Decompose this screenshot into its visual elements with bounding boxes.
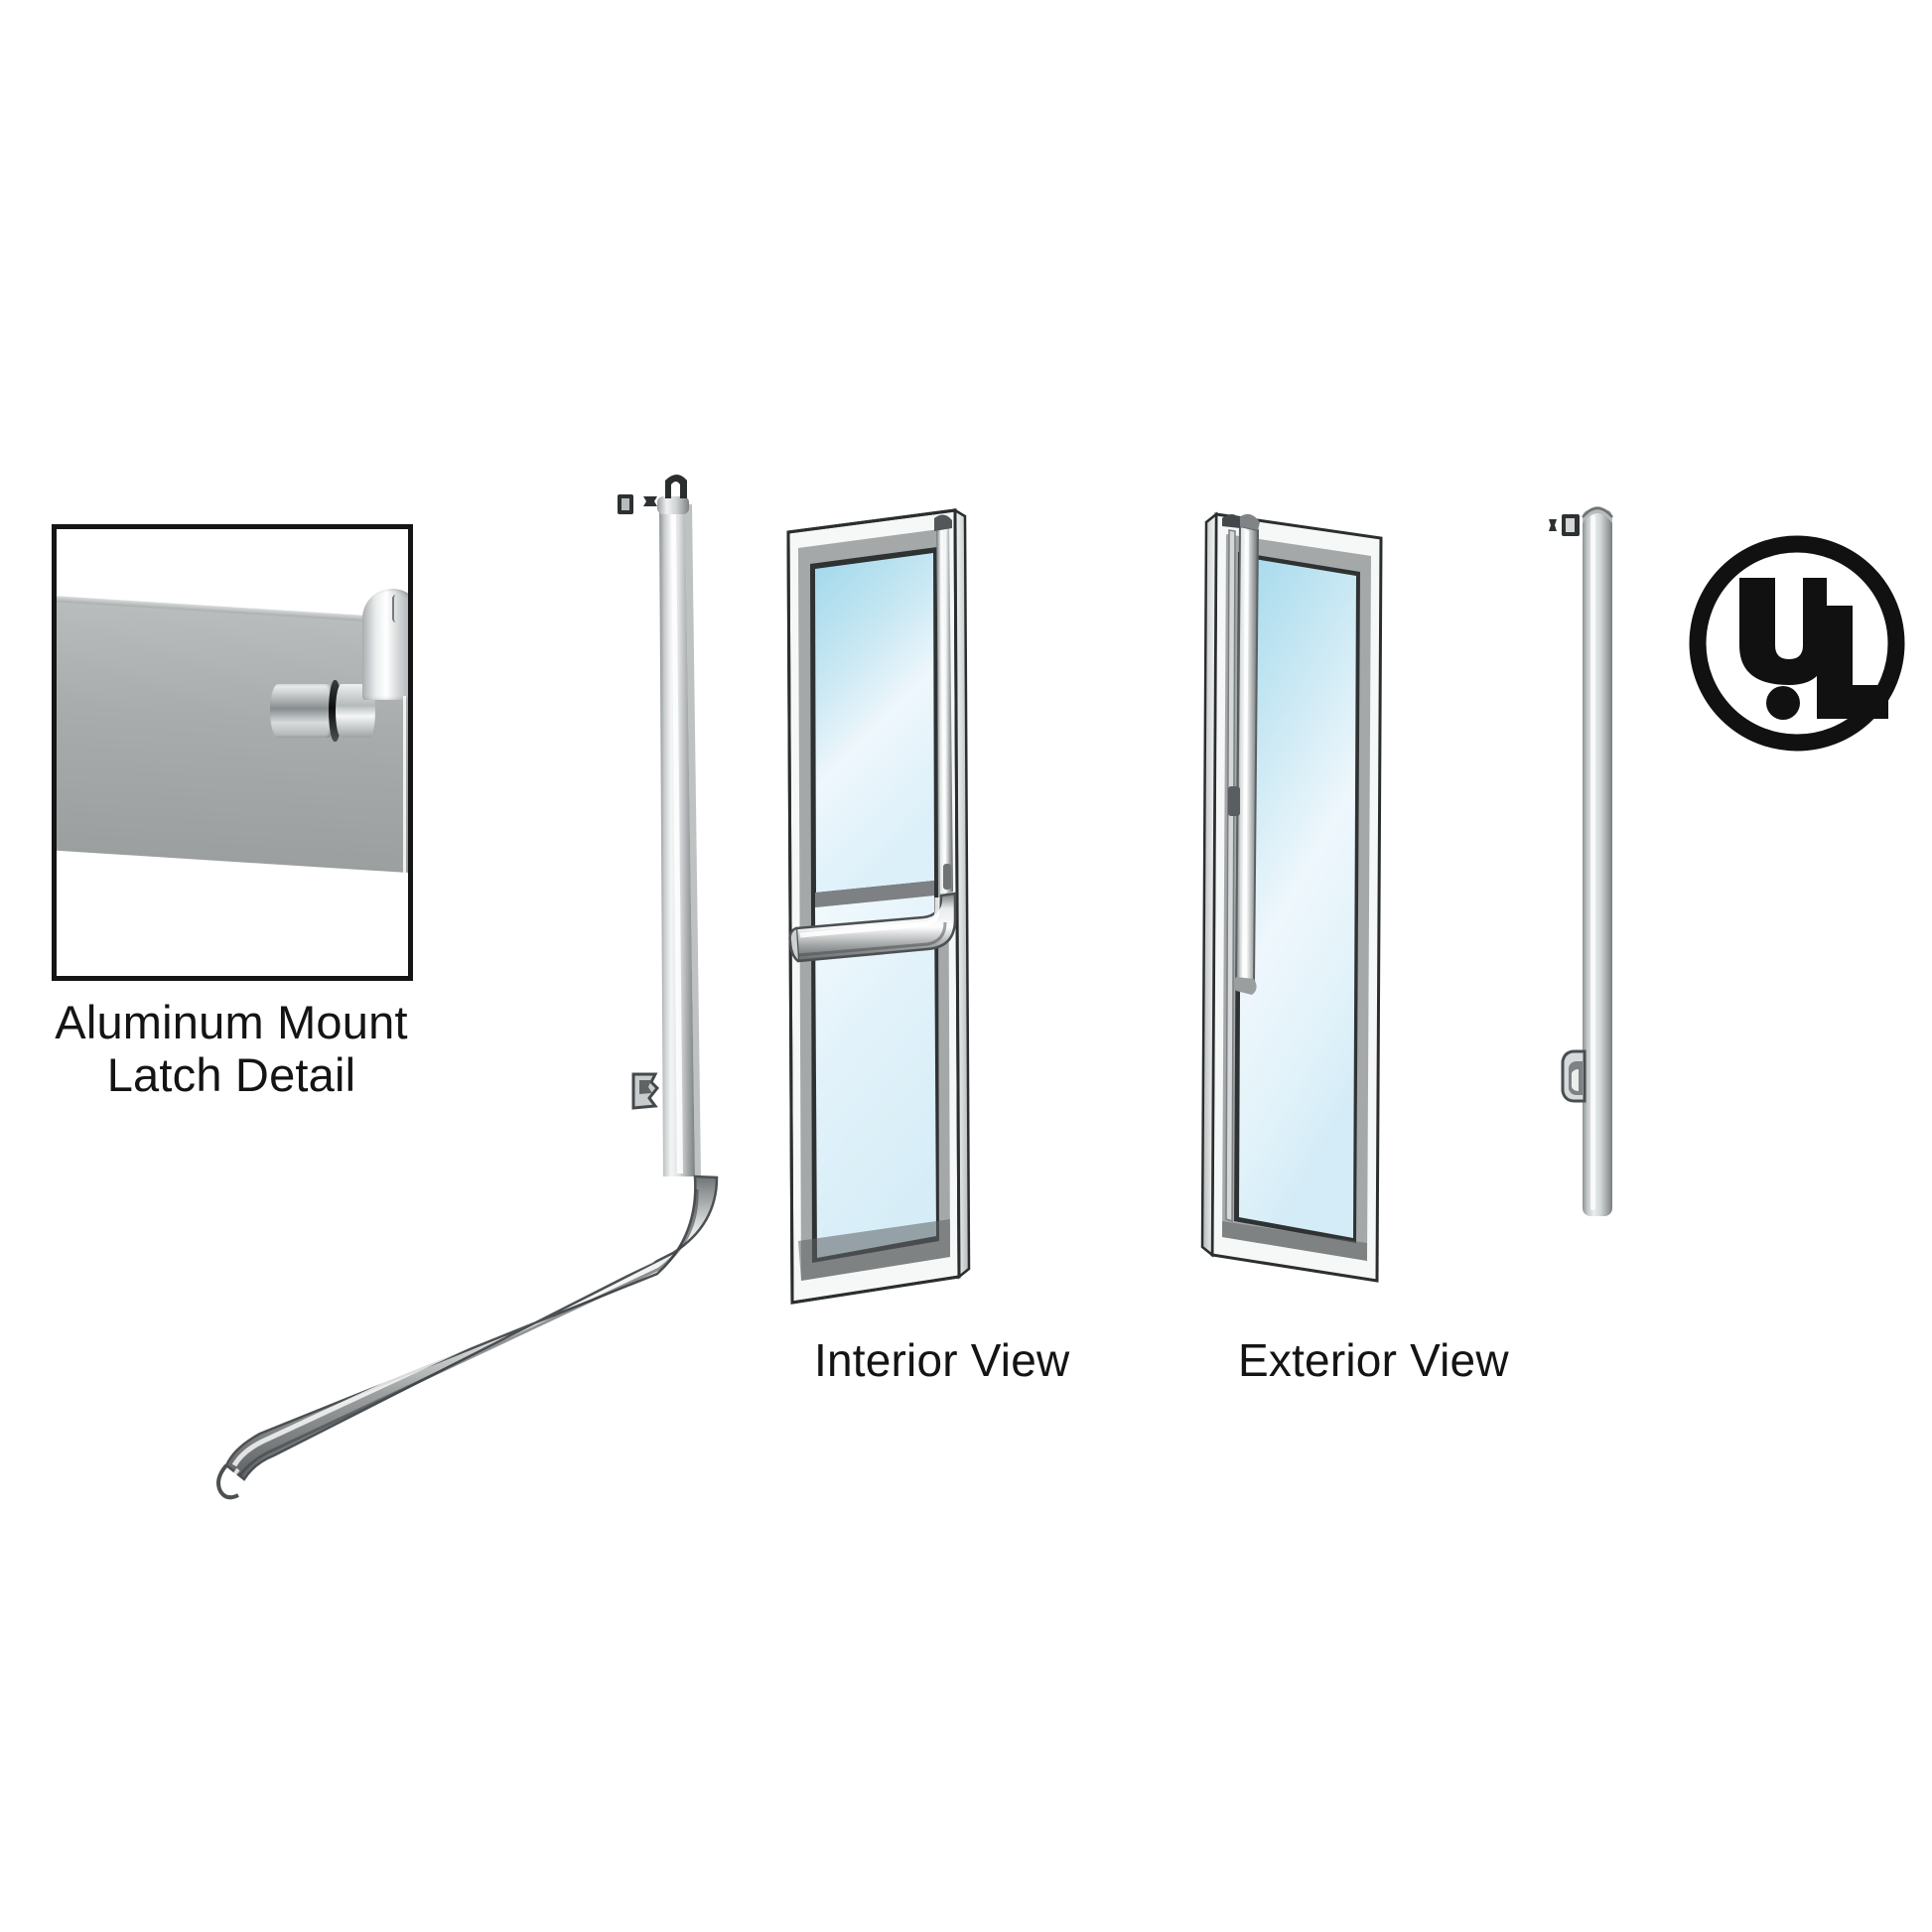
door-exterior-view — [1186, 496, 1584, 1330]
detail-box-contents — [57, 529, 408, 976]
ul-letter-l-icon — [1817, 606, 1888, 719]
ul-circle-icon — [1689, 535, 1905, 752]
caption-exterior-view: Exterior View — [1238, 1334, 1509, 1386]
glass-pane-top-interior — [815, 553, 934, 893]
caption-interior-view: Interior View — [814, 1334, 1070, 1386]
handle-hardware-clip-b-icon — [1562, 514, 1580, 536]
hinge-notch-icon — [392, 595, 402, 622]
bottom-rail-exterior — [1222, 1221, 1367, 1261]
rod-channel-exterior — [1225, 529, 1236, 1223]
vertical-rod-exit-device — [0, 0, 814, 1500]
detail-caption: Aluminum Mount Latch Detail — [18, 996, 445, 1101]
ul-listed-mark: UL — [1678, 524, 1916, 762]
rod-highlight-seam — [403, 696, 406, 976]
top-pivot-hardware-exterior — [1222, 514, 1240, 528]
ul-letter-u-icon — [1739, 578, 1827, 685]
pull-handle-exterior[interactable] — [1228, 513, 1260, 995]
hinge-cap-icon — [362, 589, 408, 700]
pull-handle-bottom-cap-exterior — [1234, 977, 1257, 995]
handle-mount-bracket-icon — [1561, 1049, 1587, 1103]
push-bar-arm — [224, 1174, 719, 1481]
panic-push-bar-interior[interactable] — [788, 892, 957, 963]
door-interior-view — [784, 506, 1181, 1330]
pull-handle-rod — [1582, 506, 1613, 1216]
handle-hardware-clip-a-icon — [1549, 519, 1557, 531]
pull-handle-top-cap-exterior — [1238, 513, 1260, 530]
loose-hardware-clip-a-icon — [643, 496, 657, 506]
standalone-pull-handle — [1529, 482, 1688, 1236]
mid-latch-keeper-icon — [631, 1072, 660, 1110]
aluminum-mount-latch-detail-box — [52, 524, 413, 981]
push-bar-end-cap-interior — [788, 926, 799, 963]
top-latch-cap-icon — [657, 475, 689, 514]
bottom-rail-interior — [798, 1219, 950, 1281]
detail-caption-line-2: Latch Detail — [106, 1047, 356, 1101]
rod-latch-bracket-interior — [943, 864, 951, 890]
glass-pane-exterior — [1239, 557, 1356, 1238]
glass-pane-bottom-interior — [815, 896, 936, 1258]
detail-caption-line-1: Aluminum Mount — [55, 996, 408, 1048]
cylindrical-standoff-icon — [270, 684, 336, 738]
ul-dot-icon — [1766, 686, 1800, 720]
vertical-rod — [659, 504, 701, 1176]
bar-end-return-icon — [216, 1463, 240, 1500]
pull-handle-mount-bracket-exterior — [1228, 786, 1240, 816]
loose-hardware-clip-b-icon — [618, 494, 633, 514]
vertical-rod-interior — [934, 514, 953, 896]
mid-rail-interior — [815, 881, 934, 907]
rod-top-cap-interior — [934, 514, 952, 531]
